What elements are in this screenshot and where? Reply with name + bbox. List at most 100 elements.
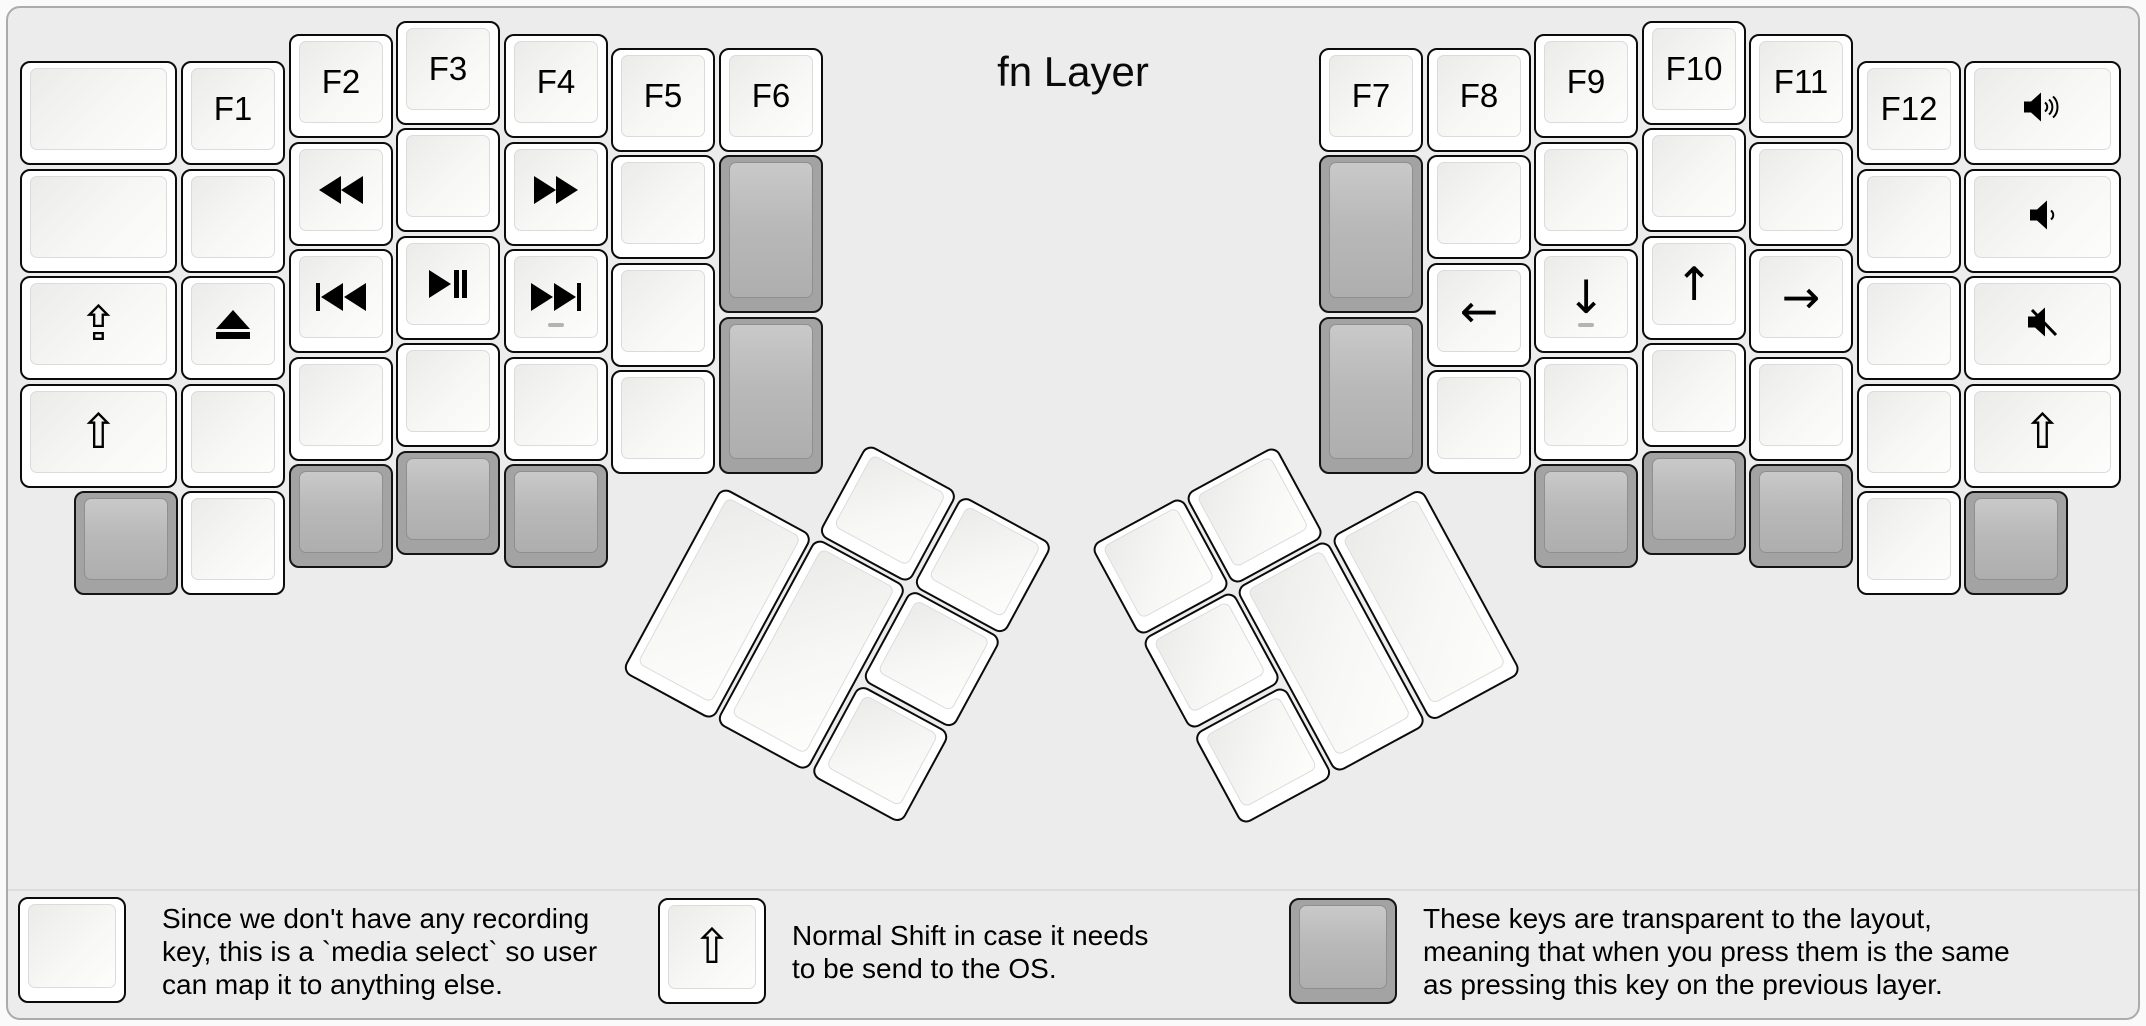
keycap-top: [514, 256, 598, 338]
keycap-top: ⇪: [30, 283, 167, 365]
keycap-top: ↓: [1544, 256, 1628, 338]
legend-line: as pressing this key on the previous lay…: [1423, 969, 1943, 1000]
key-arrow-left: ←: [1427, 263, 1531, 367]
legend-line: key, this is a `media select` so user: [162, 936, 598, 967]
keycap-top: [1974, 68, 2111, 150]
key-blank: [20, 169, 177, 273]
key-blank: [1857, 276, 1961, 380]
key-transparent: [289, 464, 393, 568]
key-blank: [1642, 343, 1746, 447]
key-label: F4: [536, 63, 576, 100]
legend-line: to be send to the OS.: [792, 953, 1057, 984]
keycap-top: F6: [729, 55, 813, 137]
key-transparent: [74, 491, 178, 595]
key-f1: F1: [181, 61, 285, 165]
key-f12: F12: [1857, 61, 1961, 165]
keycap-top: [621, 377, 705, 459]
keycap-top: [299, 256, 383, 338]
keycap-top: [514, 149, 598, 231]
key-label: F7: [1351, 77, 1391, 114]
key-blank: [396, 343, 500, 447]
key-f11: F11: [1749, 34, 1853, 138]
key-f9: F9: [1534, 34, 1638, 138]
homing-dash-icon: [548, 323, 564, 327]
key-label: F8: [1459, 77, 1499, 114]
keycap-top: ⇧: [668, 905, 756, 989]
key-f10: F10: [1642, 21, 1746, 125]
key-blank: [1534, 142, 1638, 246]
keycap-top: [1652, 350, 1736, 432]
legend-line: These keys are transparent to the layout…: [1423, 903, 1932, 934]
keycap-top: [621, 270, 705, 352]
keycap-top: F5: [621, 55, 705, 137]
homing-dash-icon: [1578, 323, 1594, 327]
keycap-top: [514, 364, 598, 446]
key-shift: ⇧: [20, 384, 177, 488]
key-transparent: [396, 451, 500, 555]
key-blank: [611, 155, 715, 259]
keycap-top: ←: [1437, 270, 1521, 352]
keycap-top: F12: [1867, 68, 1951, 150]
key-f5: F5: [611, 48, 715, 152]
volume-up-icon: [2022, 90, 2064, 129]
keycap-top: [1544, 364, 1628, 446]
keycap-top: [406, 458, 490, 540]
key-transparent: [719, 155, 823, 313]
key-f2: F2: [289, 34, 393, 138]
keycap-top: [1329, 162, 1413, 298]
key-blank: [181, 491, 285, 595]
keycap-top: [406, 243, 490, 325]
keycap-top: [729, 324, 813, 459]
key-stop: [181, 169, 285, 273]
key-blank: [20, 61, 177, 165]
keycap-top: [191, 283, 275, 365]
key-f4: F4: [504, 34, 608, 138]
keycap-top: [1544, 149, 1628, 231]
key-blank: [289, 357, 393, 461]
key-shift: ⇧: [658, 898, 766, 1004]
key-label: F9: [1566, 63, 1606, 100]
mute-icon: [2025, 305, 2061, 344]
keycap-top: [1652, 135, 1736, 217]
legend-line: meaning that when you press them is the …: [1423, 936, 2010, 967]
key-transparent: [1964, 491, 2068, 595]
eject-icon: [216, 309, 250, 339]
caps-lock-icon: ⇪: [78, 296, 119, 352]
shift-icon: ⇧: [78, 404, 119, 460]
play-pause-icon: [429, 270, 467, 298]
key-transparent: [719, 317, 823, 474]
key-f7: F7: [1319, 48, 1423, 152]
key-transparent: [1749, 464, 1853, 568]
key-blank: [504, 357, 608, 461]
keycap-top: F3: [406, 28, 490, 110]
key-arrow-down: ↓: [1534, 249, 1638, 353]
key-transparent: [1642, 451, 1746, 555]
key-record: [396, 128, 500, 232]
key-blank: [1857, 491, 1961, 595]
key-blank: [1857, 169, 1961, 273]
keycap-top: [1652, 458, 1736, 540]
keycap-top: ⇧: [1974, 391, 2111, 473]
key-blank: [611, 263, 715, 367]
key-label: F11: [1773, 63, 1829, 100]
key-blank: [1427, 155, 1531, 259]
next-track-icon: [531, 283, 581, 311]
keycap-top: [514, 471, 598, 553]
keycap-top: F11: [1759, 41, 1843, 123]
rewind-icon: [319, 176, 363, 204]
key-fast-forward: [504, 142, 608, 246]
key-blank: [1534, 357, 1638, 461]
keycap-top: F9: [1544, 41, 1628, 123]
legend-line: Normal Shift in case it needs: [792, 920, 1149, 951]
keycap-top: [28, 904, 116, 988]
keycap-top: [1759, 471, 1843, 553]
keycap-top: ⇧: [30, 391, 167, 473]
key-rewind: [289, 142, 393, 246]
key-transparent: [1319, 317, 1423, 474]
keycap-top: [1437, 162, 1521, 244]
keycap-top: ↑: [1652, 243, 1736, 325]
key-arrow-right: →: [1749, 249, 1853, 353]
keycap-top: [1974, 176, 2111, 258]
